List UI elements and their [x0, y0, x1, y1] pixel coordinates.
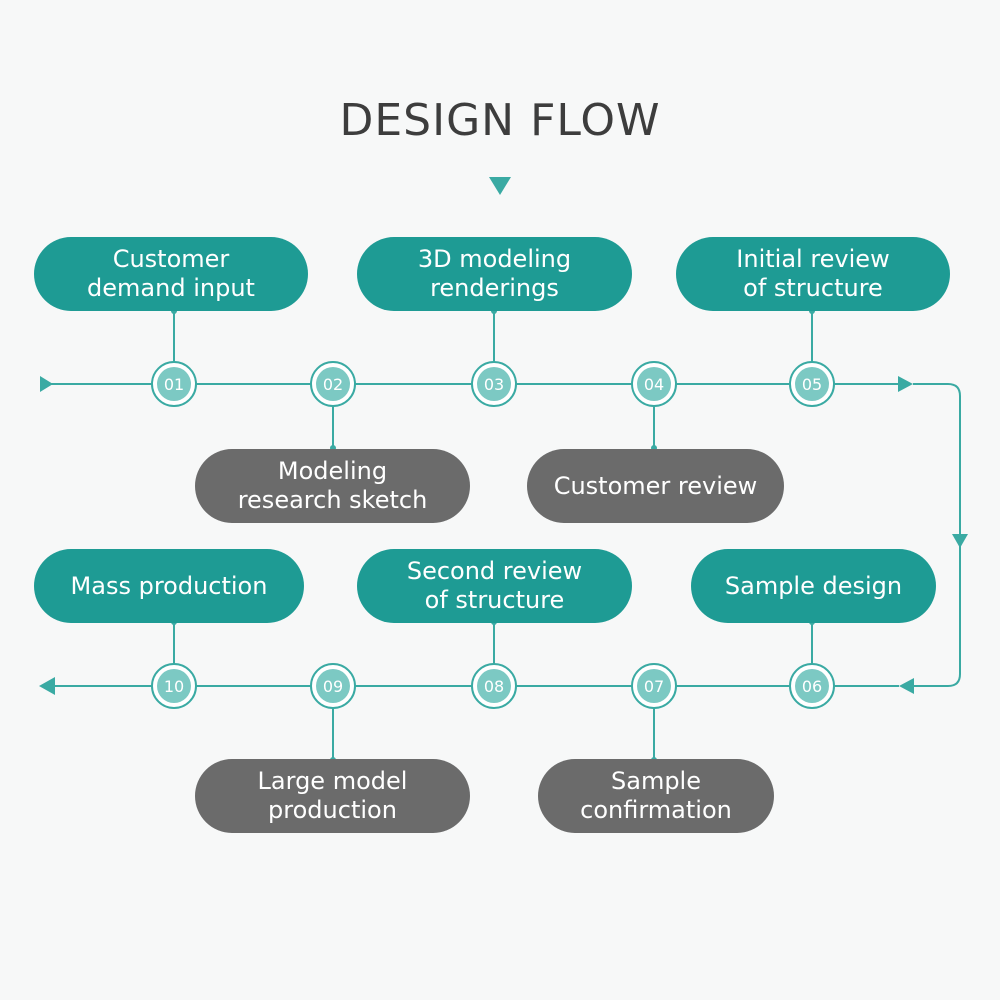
step-box-04: Customer review	[527, 449, 784, 523]
title-down-arrow-icon	[489, 177, 511, 195]
step-number-01: 01	[164, 375, 184, 394]
step-box-05: Initial review of structure	[676, 237, 950, 311]
right-down-arrow-icon	[952, 534, 968, 548]
step-number-10: 10	[164, 677, 184, 696]
step-box-01: Customer demand input	[34, 237, 308, 311]
step-box-08: Second review of structure	[357, 549, 632, 623]
step-box-03: 3D modeling renderings	[357, 237, 632, 311]
step-node-08: 08	[471, 663, 517, 709]
top-start-arrow-icon	[40, 376, 53, 392]
connector-07	[651, 708, 657, 763]
step-box-06: Sample design	[691, 549, 936, 623]
connector-10	[171, 619, 177, 664]
step-node-06: 06	[789, 663, 835, 709]
connector-05	[809, 308, 815, 362]
step-number-06: 06	[802, 677, 822, 696]
step-node-02: 02	[310, 361, 356, 407]
page-title: DESIGN FLOW	[339, 95, 661, 146]
connector-08	[491, 619, 497, 664]
connector-09	[330, 708, 336, 763]
bottom-entry-arrow-icon	[899, 678, 914, 694]
step-number-08: 08	[484, 677, 504, 696]
top-end-arrow-icon	[898, 376, 913, 392]
step-node-04: 04	[631, 361, 677, 407]
step-node-01: 01	[151, 361, 197, 407]
bottom-end-arrow-icon	[39, 677, 55, 695]
step-box-10: Mass production	[34, 549, 304, 623]
step-number-07: 07	[644, 677, 664, 696]
step-box-07: Sample confirmation	[538, 759, 774, 833]
right-connector-line	[905, 383, 961, 687]
step-node-09: 09	[310, 663, 356, 709]
step-number-09: 09	[323, 677, 343, 696]
step-box-02: Modeling research sketch	[195, 449, 470, 523]
step-number-03: 03	[484, 375, 504, 394]
step-node-05: 05	[789, 361, 835, 407]
connector-01	[171, 308, 177, 362]
connector-04	[651, 406, 657, 451]
connector-03	[491, 308, 497, 362]
step-number-04: 04	[644, 375, 664, 394]
step-node-10: 10	[151, 663, 197, 709]
step-number-02: 02	[323, 375, 343, 394]
connector-02	[330, 406, 336, 451]
connector-06	[809, 619, 815, 664]
step-node-07: 07	[631, 663, 677, 709]
step-node-03: 03	[471, 361, 517, 407]
step-number-05: 05	[802, 375, 822, 394]
step-box-09: Large model production	[195, 759, 470, 833]
